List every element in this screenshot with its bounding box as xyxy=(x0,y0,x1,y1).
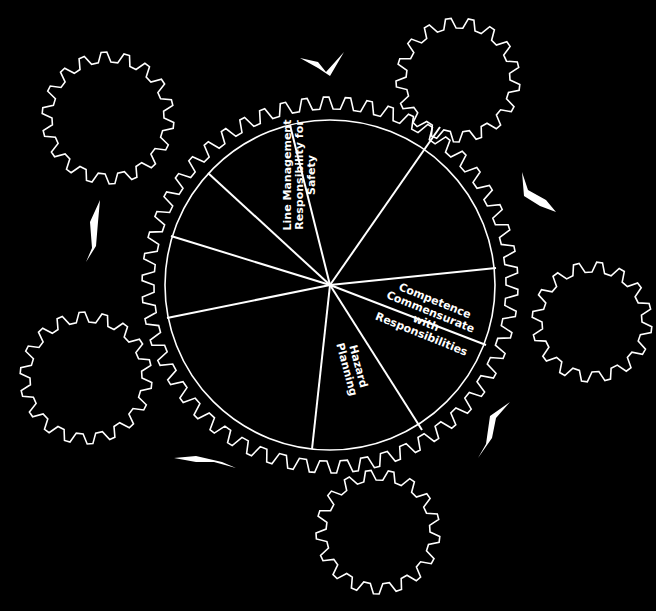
spoke xyxy=(330,268,496,285)
spoke xyxy=(167,285,330,318)
spoke xyxy=(171,236,330,285)
inner-ring xyxy=(165,120,495,450)
segment-label: Competence Commensurate with Responsibil… xyxy=(363,273,492,362)
gear xyxy=(396,18,520,142)
spoke xyxy=(330,127,440,285)
segment-label: Line Management Responsibility for Safet… xyxy=(282,115,318,235)
gear xyxy=(316,470,440,594)
gear xyxy=(532,262,652,382)
gear xyxy=(20,312,152,444)
gear xyxy=(142,97,518,473)
spoke xyxy=(312,285,330,449)
gear xyxy=(42,52,174,184)
rotation-arrows xyxy=(86,52,556,468)
